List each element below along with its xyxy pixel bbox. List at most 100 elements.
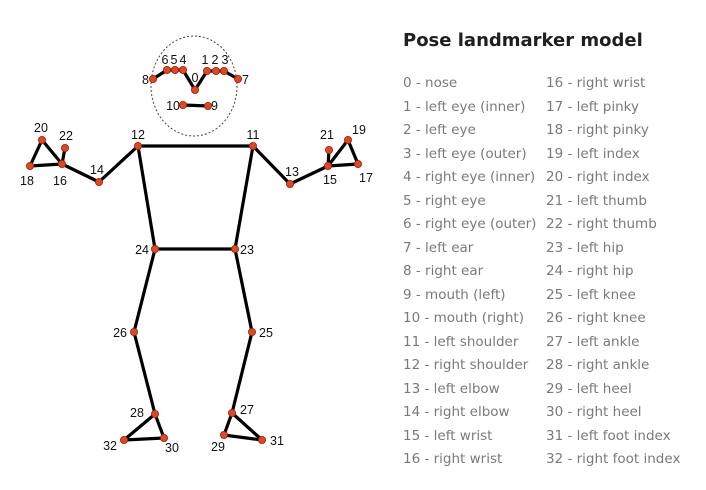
- legend-item: 5 - right eye: [403, 192, 486, 209]
- legend-item: 27 - left ankle: [546, 333, 640, 350]
- legend-item: 9 - mouth (left): [403, 286, 506, 303]
- legend-item: 15 - left wrist: [403, 427, 493, 444]
- landmark-label-3: 3: [222, 53, 229, 67]
- landmark-point-27: [227, 408, 236, 417]
- connection-29-31: [222, 433, 264, 442]
- legend-item: 12 - right shoulder: [403, 357, 529, 373]
- landmark-point-28: [150, 409, 159, 418]
- connection-12-24: [136, 144, 157, 251]
- connection-15-17: [326, 162, 360, 168]
- legend-item: 28 - right ankle: [546, 357, 650, 373]
- landmark-label-18: 18: [20, 174, 34, 188]
- legend-item: 31 - left foot index: [546, 427, 671, 444]
- landmark-point-4: [178, 66, 187, 75]
- landmark-point-12: [133, 141, 142, 150]
- legend-item: 25 - left knee: [546, 286, 636, 303]
- page-title: Pose landmarker model: [403, 30, 643, 51]
- legend-item: 23 - left hip: [546, 239, 624, 256]
- landmark-point-0: [190, 86, 199, 95]
- legend-item: 30 - right heel: [546, 404, 642, 420]
- legend-item: 2 - left eye: [403, 122, 476, 138]
- landmark-label-15: 15: [323, 173, 337, 187]
- legend-item: 19 - left index: [546, 145, 640, 162]
- legend-item: 6 - right eye (outer): [403, 216, 537, 232]
- landmark-point-1: [202, 67, 211, 76]
- connection-28-30: [153, 412, 166, 440]
- connection-14-16: [60, 162, 101, 184]
- connection-11-13: [251, 144, 292, 186]
- connection-11-23: [233, 144, 255, 251]
- landmark-point-7: [233, 75, 242, 84]
- landmark-point-26: [129, 327, 138, 336]
- landmark-point-5: [170, 66, 179, 75]
- landmark-label-29: 29: [211, 440, 225, 454]
- legend-item: 7 - left ear: [403, 239, 474, 256]
- landmark-label-2: 2: [212, 53, 219, 67]
- landmark-point-30: [159, 433, 168, 442]
- landmark-label-7: 7: [242, 73, 249, 87]
- legend-item: 21 - left thumb: [546, 192, 647, 209]
- legend-item: 3 - left eye (outer): [403, 145, 527, 162]
- legend-item: 29 - left heel: [546, 380, 632, 397]
- landmark-label-1: 1: [202, 53, 209, 67]
- landmark-label-28: 28: [130, 406, 144, 420]
- landmark-label-10: 10: [166, 99, 180, 113]
- landmark-point-10: [178, 101, 187, 110]
- landmark-point-19: [343, 135, 352, 144]
- landmark-label-24: 24: [135, 243, 149, 257]
- landmark-label-4: 4: [180, 53, 187, 67]
- connection-24-26: [132, 247, 157, 334]
- landmark-point-29: [219, 430, 228, 439]
- legend-item: 0 - nose: [403, 75, 458, 91]
- legend-item: 10 - mouth (right): [403, 310, 524, 326]
- legend-item: 22 - right thumb: [546, 216, 657, 232]
- landmark-point-6: [162, 66, 171, 75]
- legend-item: 13 - left elbow: [403, 380, 500, 397]
- landmark-point-13: [285, 179, 294, 188]
- legend-item: 14 - right elbow: [403, 404, 510, 420]
- landmark-label-8: 8: [142, 73, 149, 87]
- legend-item: 18 - right pinky: [546, 122, 649, 138]
- landmark-point-24: [150, 244, 159, 253]
- connection-16-18: [28, 162, 64, 168]
- landmark-label-26: 26: [113, 326, 127, 340]
- landmark-label-27: 27: [240, 403, 254, 417]
- landmark-point-16: [58, 159, 67, 168]
- connection-27-31: [230, 411, 264, 442]
- landmark-label-16: 16: [53, 174, 67, 188]
- face-region-outline: [150, 35, 238, 137]
- landmark-label-32: 32: [103, 439, 117, 453]
- landmark-label-31: 31: [270, 434, 284, 448]
- landmark-label-5: 5: [171, 53, 178, 67]
- landmark-label-19: 19: [352, 123, 366, 137]
- landmark-point-18: [25, 161, 34, 170]
- landmark-point-8: [148, 75, 157, 84]
- connection-9-10: [181, 103, 210, 108]
- landmark-label-21: 21: [320, 128, 334, 142]
- connection-17-19: [346, 138, 360, 166]
- landmark-point-11: [248, 141, 257, 150]
- connection-18-20: [28, 138, 44, 168]
- landmark-point-14: [95, 177, 104, 186]
- landmark-label-0: 0: [192, 71, 199, 85]
- connection-15-19: [326, 138, 350, 168]
- legend-item: 16 - right wrist: [546, 75, 646, 91]
- landmark-label-12: 12: [131, 128, 145, 142]
- landmark-label-23: 23: [240, 243, 254, 257]
- legend-item: 32 - right foot index: [546, 451, 681, 467]
- landmark-label-9: 9: [211, 99, 218, 113]
- connection-16-20: [40, 138, 64, 166]
- landmark-point-31: [257, 435, 266, 444]
- connection-30-32: [122, 436, 166, 442]
- connection-23-25: [233, 247, 254, 334]
- landmark-point-20: [38, 135, 47, 144]
- legend-item: 17 - left pinky: [546, 98, 639, 115]
- landmark-label-17: 17: [359, 171, 373, 185]
- legend-item: 16 - right wrist: [403, 451, 503, 467]
- landmark-label-6: 6: [162, 53, 169, 67]
- legend-item: 4 - right eye (inner): [403, 169, 536, 185]
- landmark-label-13: 13: [285, 165, 299, 179]
- landmark-point-3: [219, 67, 228, 76]
- skeleton-landmarks: [25, 66, 362, 444]
